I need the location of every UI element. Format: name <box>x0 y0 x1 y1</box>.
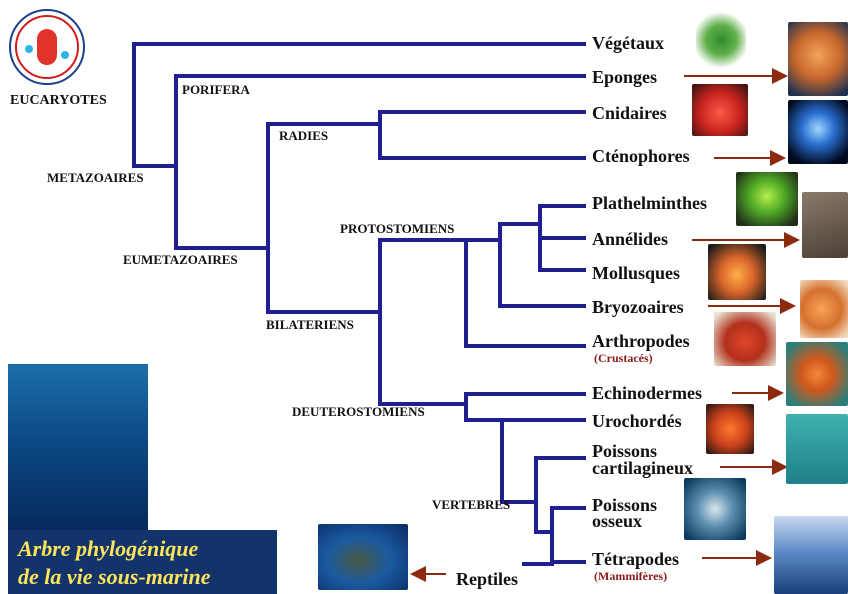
taxon-arthropodes: Arthropodes <box>592 332 690 350</box>
taxon-cnidaires: Cnidaires <box>592 104 667 122</box>
clade-vertebres: VERTEBRES <box>432 498 510 511</box>
starfish-photo <box>786 342 848 406</box>
clade-metazoaires: METAZOAIRES <box>47 171 144 184</box>
crab-photo <box>714 312 776 366</box>
taxon-plathelminthes: Plathelminthes <box>592 194 707 212</box>
taxon-eponges: Eponges <box>592 68 657 86</box>
taxon-tetrapodes: Tétrapodes <box>592 550 679 568</box>
taxon-reptiles: Reptiles <box>456 570 518 588</box>
sponge-photo <box>788 22 848 96</box>
clade-eucaryotes: EUCARYOTES <box>10 94 107 108</box>
taxon-poissons-osseux-2: osseux <box>592 512 642 530</box>
sunfish-photo <box>684 478 746 540</box>
orca-photo <box>774 516 848 594</box>
taxon-echinodermes: Echinodermes <box>592 384 702 402</box>
clade-porifera: PORIFERA <box>182 83 250 96</box>
ray-photo <box>786 414 848 484</box>
clade-bilateriens: BILATERIENS <box>266 318 354 331</box>
logo-bubble <box>61 51 69 59</box>
flatworm-photo <box>736 172 798 226</box>
taxon-annelides: Annélides <box>592 230 668 248</box>
title-line-1: Arbre phylogénique <box>18 536 198 562</box>
taxon-ctenophores: Cténophores <box>592 147 690 165</box>
logo-diver <box>37 29 57 65</box>
title-box: Arbre phylogénique de la vie sous-marine <box>8 530 277 594</box>
anemone-photo <box>692 84 748 136</box>
taxon-urochordes: Urochordés <box>592 412 682 430</box>
taxon-crustaces: (Crustacés) <box>594 352 653 364</box>
clade-radies: RADIES <box>279 129 328 142</box>
taxon-bryozoaires: Bryozoaires <box>592 298 684 316</box>
clade-deuterostomiens: DEUTEROSTOMIENS <box>292 405 425 418</box>
taxon-poissons-cartilagineux-2: cartilagineux <box>592 459 693 477</box>
annelid-photo <box>802 192 848 258</box>
mollusc-photo <box>708 244 766 300</box>
seaweed-photo <box>696 12 746 68</box>
diving-club-logo-icon <box>9 9 85 85</box>
logo-bubble <box>25 45 33 53</box>
diver-scene-photo <box>8 364 148 530</box>
title-line-2: de la vie sous-marine <box>18 564 211 590</box>
bryozoan-photo <box>800 280 848 338</box>
clade-eumetazoaires: EUMETAZOAIRES <box>123 253 238 266</box>
turtle-photo <box>318 524 408 590</box>
clade-protostomiens: PROTOSTOMIENS <box>340 222 454 235</box>
tunicate-photo <box>706 404 754 454</box>
taxon-mammiferes: (Mammifères) <box>594 570 667 582</box>
taxon-vegetaux: Végétaux <box>592 34 664 52</box>
taxon-mollusques: Mollusques <box>592 264 680 282</box>
comb-jelly-photo <box>788 100 848 164</box>
